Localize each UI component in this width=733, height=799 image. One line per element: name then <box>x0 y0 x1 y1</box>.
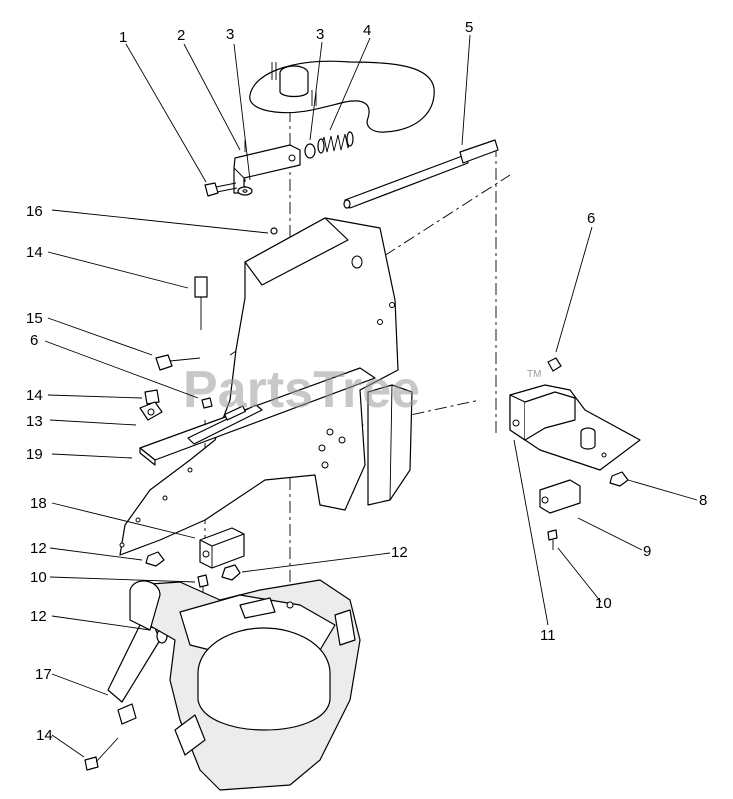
callout-15: 15 <box>26 310 43 327</box>
callout-17: 17 <box>35 666 52 683</box>
callouts: 1 2 3 3 4 5 16 14 15 6 14 13 19 18 12 10… <box>26 19 707 744</box>
callout-6: 6 <box>587 210 595 227</box>
callout-10: 10 <box>595 595 612 612</box>
callout-1: 1 <box>119 29 127 46</box>
callout-16: 16 <box>26 203 43 220</box>
part-18-switch <box>199 527 245 569</box>
watermark: PartsTree TM <box>183 361 541 419</box>
callout-2: 2 <box>177 27 185 44</box>
part-17-bracket <box>107 624 168 725</box>
callout-10: 10 <box>30 569 47 586</box>
callout-18: 18 <box>30 495 47 512</box>
callout-12: 12 <box>30 540 47 557</box>
callout-8: 8 <box>699 492 707 509</box>
callout-11: 11 <box>540 627 556 644</box>
part-1-bolt <box>204 182 238 197</box>
fasteners <box>84 227 278 771</box>
part-3-washer <box>237 143 316 196</box>
leader-lines <box>44 34 698 758</box>
callout-3: 3 <box>226 26 234 43</box>
callout-9: 9 <box>643 543 651 560</box>
part-5-rod <box>343 139 499 209</box>
callout-6: 6 <box>30 332 38 349</box>
callout-13: 13 <box>26 413 43 430</box>
watermark-trademark: TM <box>527 369 541 380</box>
part-2-bracket <box>233 144 301 194</box>
blower-housing <box>129 579 361 791</box>
callout-14: 14 <box>26 387 43 404</box>
callout-12: 12 <box>30 608 47 625</box>
callout-3: 3 <box>316 26 324 43</box>
right-subassembly <box>509 357 641 550</box>
callout-14: 14 <box>36 727 53 744</box>
part-6-bracket <box>187 404 263 445</box>
callout-19: 19 <box>26 446 43 463</box>
callout-12: 12 <box>391 544 408 561</box>
main-panel <box>119 217 413 556</box>
callout-5: 5 <box>465 19 473 36</box>
watermark-text: PartsTree <box>183 361 420 419</box>
callout-14: 14 <box>26 244 43 261</box>
callout-4: 4 <box>363 22 371 39</box>
part-4-spring <box>317 131 354 154</box>
part-4-plate <box>249 60 435 133</box>
